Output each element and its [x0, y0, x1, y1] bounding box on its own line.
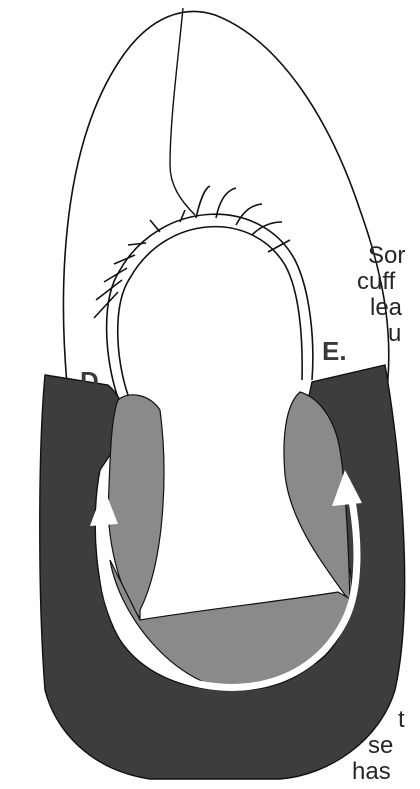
- chordae-hair: [236, 204, 262, 225]
- side-text-line: u: [388, 320, 401, 348]
- commissure-line: [170, 8, 195, 215]
- side-text-line: lea: [370, 294, 402, 322]
- label-e: E.: [322, 338, 347, 364]
- chordae-hair: [196, 186, 210, 218]
- dark-outer-band: [40, 365, 405, 779]
- side-text-line: cuff: [357, 268, 395, 296]
- inner-chordae-loop-outer: [107, 214, 313, 398]
- outer-leaflet-outline: [64, 11, 389, 430]
- side-text-line: t: [398, 706, 405, 734]
- chordae-hair: [150, 220, 160, 232]
- chordae-hair: [180, 210, 185, 222]
- inner-chordae-loop-inner: [118, 227, 302, 395]
- chordae-hairs: [94, 186, 290, 318]
- side-text-line: has: [352, 758, 391, 786]
- side-text-line: se: [368, 732, 393, 760]
- chordae-hair: [94, 292, 118, 318]
- label-d: D.: [80, 368, 106, 394]
- chordae-hair: [128, 243, 146, 245]
- side-text-line: Sor: [368, 242, 405, 270]
